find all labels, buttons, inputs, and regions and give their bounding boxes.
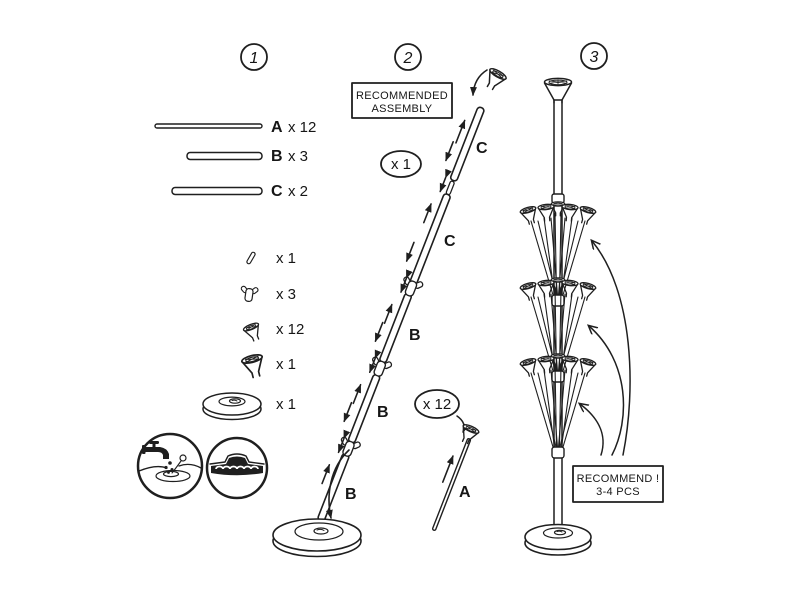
pole-qty-badge: x 1: [380, 150, 422, 178]
pin-connector-icon: [245, 251, 257, 265]
pole-stack: [317, 106, 485, 522]
balloon-cup-icon: [456, 422, 481, 447]
insert-direction-arrows: [321, 119, 466, 485]
tier-arrow-3: [580, 404, 604, 456]
base-disc: [272, 518, 362, 558]
segment-label-c: C: [444, 233, 456, 250]
segment-label-b3: B: [409, 327, 421, 344]
step1-number: 1: [250, 50, 259, 67]
tier-arrow-1: [592, 241, 631, 456]
pole-qty: x 1: [391, 156, 411, 173]
rod-a-letter: A: [271, 119, 283, 136]
part-row-cluster: x 3: [238, 284, 296, 304]
rod-c-letter: C: [271, 183, 283, 200]
recommended-line1: RECOMMENDED: [356, 90, 448, 102]
top-cup-icon: [240, 352, 268, 381]
step3-number: 3: [590, 49, 599, 66]
step1-number-badge: 1: [240, 43, 268, 71]
step3-number-badge: 3: [580, 42, 608, 70]
cup-qty: x 12: [276, 321, 304, 338]
segment-b2: [347, 373, 381, 444]
pin-connector-icon: [445, 179, 456, 196]
balloon-cup-icon: [241, 320, 265, 344]
part-row-base: x 1: [202, 392, 296, 421]
rod-a-qty: x 12: [288, 119, 316, 136]
part-row-top-cup: x 1: [240, 352, 296, 381]
tier-pointer-arrows: [580, 241, 631, 456]
water-fill-callout: [136, 432, 204, 500]
cluster-connector-icon: [238, 284, 260, 304]
tier-arrow-2: [589, 326, 625, 456]
stand-top-cup: [543, 77, 573, 104]
rod-c-qty: x 2: [288, 183, 308, 200]
rod-b-icon: [186, 151, 263, 161]
recommend-line1: RECOMMEND !: [577, 473, 660, 485]
stick-a-label: A: [459, 484, 471, 501]
recommend-line2: 3-4 PCS: [596, 486, 640, 498]
step2-number: 2: [403, 50, 413, 67]
stick-qty: x 12: [423, 396, 451, 413]
part-row-pin: x 1: [245, 250, 296, 267]
segment-label-b1: B: [345, 486, 357, 503]
base-cross-section-icon: [209, 453, 265, 476]
top-cup-qty: x 1: [276, 356, 296, 373]
assembled-stand: [520, 77, 597, 556]
base-disc-icon: [202, 392, 262, 421]
rod-a-icon: [154, 123, 263, 129]
recommended-assembly-box: RECOMMENDED ASSEMBLY: [351, 82, 453, 119]
base-insert-arrow: [325, 449, 350, 519]
step3-finished-stand: 3: [520, 42, 664, 556]
stand-base: [524, 523, 592, 556]
segment-label-c-top: C: [476, 140, 488, 157]
segment-b3: [379, 292, 412, 364]
stick-qty-badge: x 12: [414, 389, 460, 419]
rod-row-a: A x 12: [154, 119, 316, 136]
cup-insert-arrow: [469, 69, 488, 96]
segment-c2: [449, 106, 485, 182]
faucet-icon: [142, 441, 169, 459]
recommended-line2: ASSEMBLY: [372, 103, 433, 115]
water-drops-icon: [164, 454, 187, 474]
step1-parts-list: 1 A x 12 B x 3 C x 2 x 1 x 3 x 1: [136, 43, 316, 500]
stick-a: [431, 437, 472, 531]
rod-row-c: C x 2: [171, 183, 308, 200]
pin-qty: x 1: [276, 250, 296, 267]
water-level-callout: [205, 436, 269, 500]
rod-row-b: B x 3: [186, 148, 308, 165]
recommend-box: RECOMMEND ! 3-4 PCS: [572, 465, 664, 503]
step2-number-badge: 2: [394, 43, 422, 71]
segment-label-b2: B: [377, 404, 389, 421]
cluster-qty: x 3: [276, 286, 296, 303]
base-qty: x 1: [276, 396, 296, 413]
rod-c-icon: [171, 186, 263, 196]
rod-b-letter: B: [271, 148, 283, 165]
step2-assembly: 2 RECOMMENDED ASSEMBLY x 1: [272, 43, 509, 558]
rod-b-qty: x 3: [288, 148, 308, 165]
part-row-cup: x 12: [241, 320, 304, 344]
